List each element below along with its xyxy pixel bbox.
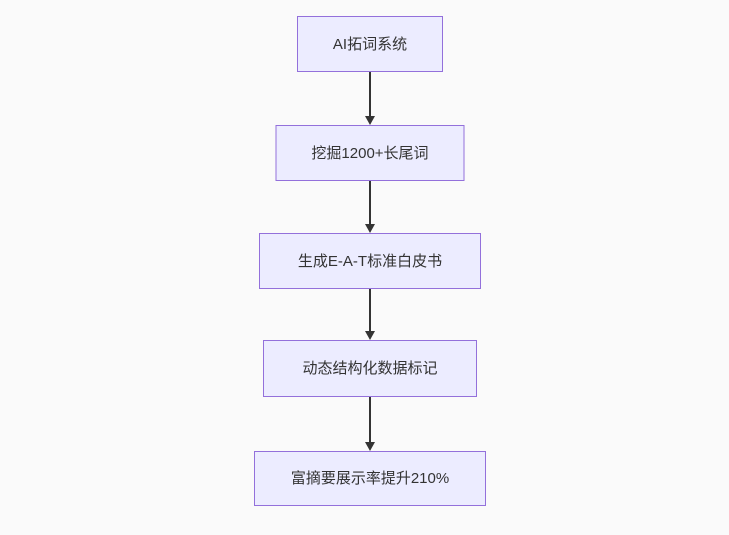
node-label: 生成E-A-T标准白皮书 [297, 252, 443, 270]
flow-node-structured-data-markup: 动态结构化数据标记 [263, 340, 477, 397]
node-label: 富摘要展示率提升210% [290, 470, 450, 487]
node-label: AI拓词系统 [332, 35, 408, 53]
edge-line [369, 181, 371, 227]
flow-node-longtail-mining: 挖掘1200+长尾词 [275, 125, 465, 181]
edge-line [369, 72, 371, 119]
arrowhead-down-icon [365, 224, 375, 233]
arrowhead-down-icon [365, 442, 375, 451]
arrowhead-down-icon [365, 116, 375, 125]
flow-node-ai-word-expansion: AI拓词系统 [297, 16, 443, 72]
edge-line [369, 397, 371, 445]
flow-edge-3 [364, 289, 376, 340]
flow-node-eat-whitepaper: 生成E-A-T标准白皮书 [259, 233, 481, 289]
node-label: 动态结构化数据标记 [302, 360, 438, 377]
flow-edge-2 [364, 181, 376, 233]
edge-line [369, 289, 371, 334]
arrowhead-down-icon [365, 331, 375, 340]
flow-edge-4 [364, 397, 376, 451]
node-label: 挖掘1200+长尾词 [311, 144, 429, 162]
flow-edge-1 [364, 72, 376, 125]
flow-node-rich-snippet-uplift: 富摘要展示率提升210% [254, 451, 486, 506]
